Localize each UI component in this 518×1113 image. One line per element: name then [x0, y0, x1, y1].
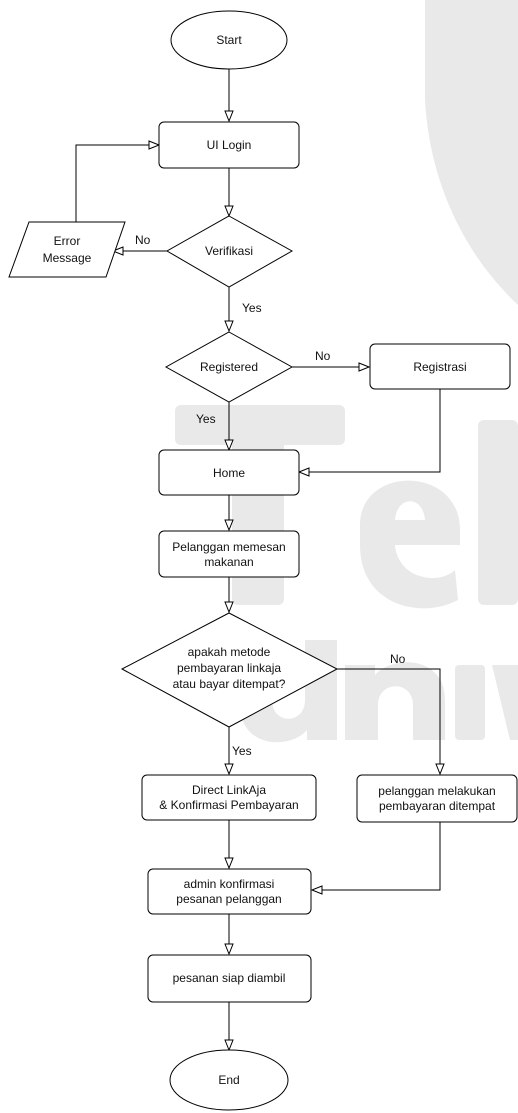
end-terminal: [169, 1049, 289, 1111]
apakah-metode-label-line: apakah metode: [188, 645, 271, 659]
arrowhead: [224, 519, 234, 532]
watermark-i: [455, 665, 485, 740]
edges: [75, 69, 445, 1052]
arrowhead: [224, 943, 234, 956]
node-pesanan-siap: pesanan siap diambil: [147, 954, 312, 1003]
pelanggan-memesan-label-line: makanan: [204, 555, 253, 569]
verifikasi-diamond: [165, 215, 294, 288]
pelanggan-melakukan-box: [356, 774, 518, 823]
registered-label: Registered: [200, 360, 258, 374]
node-ui-login: UI Login: [158, 121, 300, 169]
watermark-l: [478, 420, 518, 605]
admin-konfirmasi-box: [147, 868, 312, 915]
edge-metode-ditempat: [337, 668, 441, 774]
arrowhead: [224, 857, 234, 870]
arrowhead: [148, 140, 161, 150]
error-message-label-line: Message: [43, 251, 92, 265]
node-start: Start: [170, 10, 288, 70]
start-label: Start: [216, 33, 242, 47]
node-error-message: Error Message: [8, 221, 126, 278]
watermark-arc: [425, 0, 518, 305]
direct-linkaja-label-line: Direct LinkAja: [192, 783, 266, 797]
node-admin-konfirmasi: admin konfirmasi pesanan pelanggan: [147, 868, 312, 915]
start-terminal: [170, 10, 288, 70]
label-metode-no: No: [390, 652, 406, 666]
pelanggan-memesan-box: [158, 530, 300, 578]
pesanan-siap-label: pesanan siap diambil: [173, 971, 286, 985]
node-pelanggan-melakukan: pelanggan melakukan pembayaran ditempat: [356, 774, 518, 823]
pelanggan-melakukan-label-line: pembayaran ditempat: [379, 799, 496, 813]
watermark-e: [360, 480, 460, 609]
apakah-metode-label-line: atau bayar ditempat?: [173, 677, 286, 691]
arrowhead: [224, 1039, 234, 1052]
arrowhead: [224, 205, 234, 218]
arrowhead: [435, 763, 445, 776]
home-box: [158, 449, 300, 496]
ui-login-box: [158, 121, 300, 169]
node-home: Home: [158, 449, 300, 496]
registrasi-box: [369, 343, 511, 390]
node-verifikasi: Verifikasi: [165, 215, 294, 288]
admin-konfirmasi-label-line: admin konfirmasi: [184, 877, 275, 891]
arrowhead: [310, 885, 323, 895]
edge-ditempat-admin: [312, 822, 441, 891]
admin-konfirmasi-label-line: pesanan pelanggan: [176, 892, 281, 906]
node-direct-linkaja: Direct LinkAja & Konfirmasi Pembayaran: [141, 774, 317, 821]
direct-linkaja-label-line: & Konfirmasi Pembayaran: [159, 798, 298, 812]
registered-diamond: [164, 331, 294, 403]
error-message-parallelogram: [8, 221, 126, 278]
edge-error-uilogin: [75, 144, 159, 222]
pelanggan-melakukan-label-line: pelanggan melakukan: [378, 784, 495, 798]
label-registered-no: No: [315, 349, 331, 363]
label-verifikasi-yes: Yes: [242, 301, 262, 315]
pelanggan-memesan-label-line: Pelanggan memesan: [172, 540, 285, 554]
registrasi-label: Registrasi: [413, 360, 466, 374]
arrowhead: [224, 439, 234, 452]
verifikasi-label: Verifikasi: [205, 244, 253, 258]
node-pelanggan-memesan: Pelanggan memesan makanan: [158, 530, 300, 578]
arrowhead: [224, 763, 234, 776]
end-label: End: [218, 1073, 239, 1087]
arrowhead: [224, 320, 234, 333]
arrowhead: [224, 110, 234, 123]
ui-login-label: UI Login: [207, 138, 252, 152]
apakah-metode-label-line: pembayaran linkaja: [177, 661, 281, 675]
arrowhead: [111, 246, 124, 256]
watermark-n: [345, 662, 445, 740]
arrowhead: [358, 362, 371, 372]
pesanan-siap-box: [147, 954, 312, 1003]
error-message-label-line: Error: [54, 234, 81, 248]
arrowhead: [297, 467, 310, 477]
label-metode-yes: Yes: [232, 744, 252, 758]
home-label: Home: [213, 466, 245, 480]
node-registrasi: Registrasi: [369, 343, 511, 390]
node-registered: Registered: [164, 331, 294, 403]
arrowhead: [224, 601, 234, 614]
edge-labels: No Yes No Yes No Yes: [135, 233, 406, 758]
watermark-v: [492, 665, 518, 740]
label-verifikasi-no: No: [135, 233, 151, 247]
label-registered-yes: Yes: [196, 412, 216, 426]
edge-registrasi-home: [299, 389, 441, 473]
apakah-metode-diamond: [120, 612, 339, 728]
node-end: End: [169, 1049, 289, 1111]
direct-linkaja-box: [141, 774, 317, 821]
node-apakah-metode: apakah metode pembayaran linkaja atau ba…: [120, 612, 339, 728]
